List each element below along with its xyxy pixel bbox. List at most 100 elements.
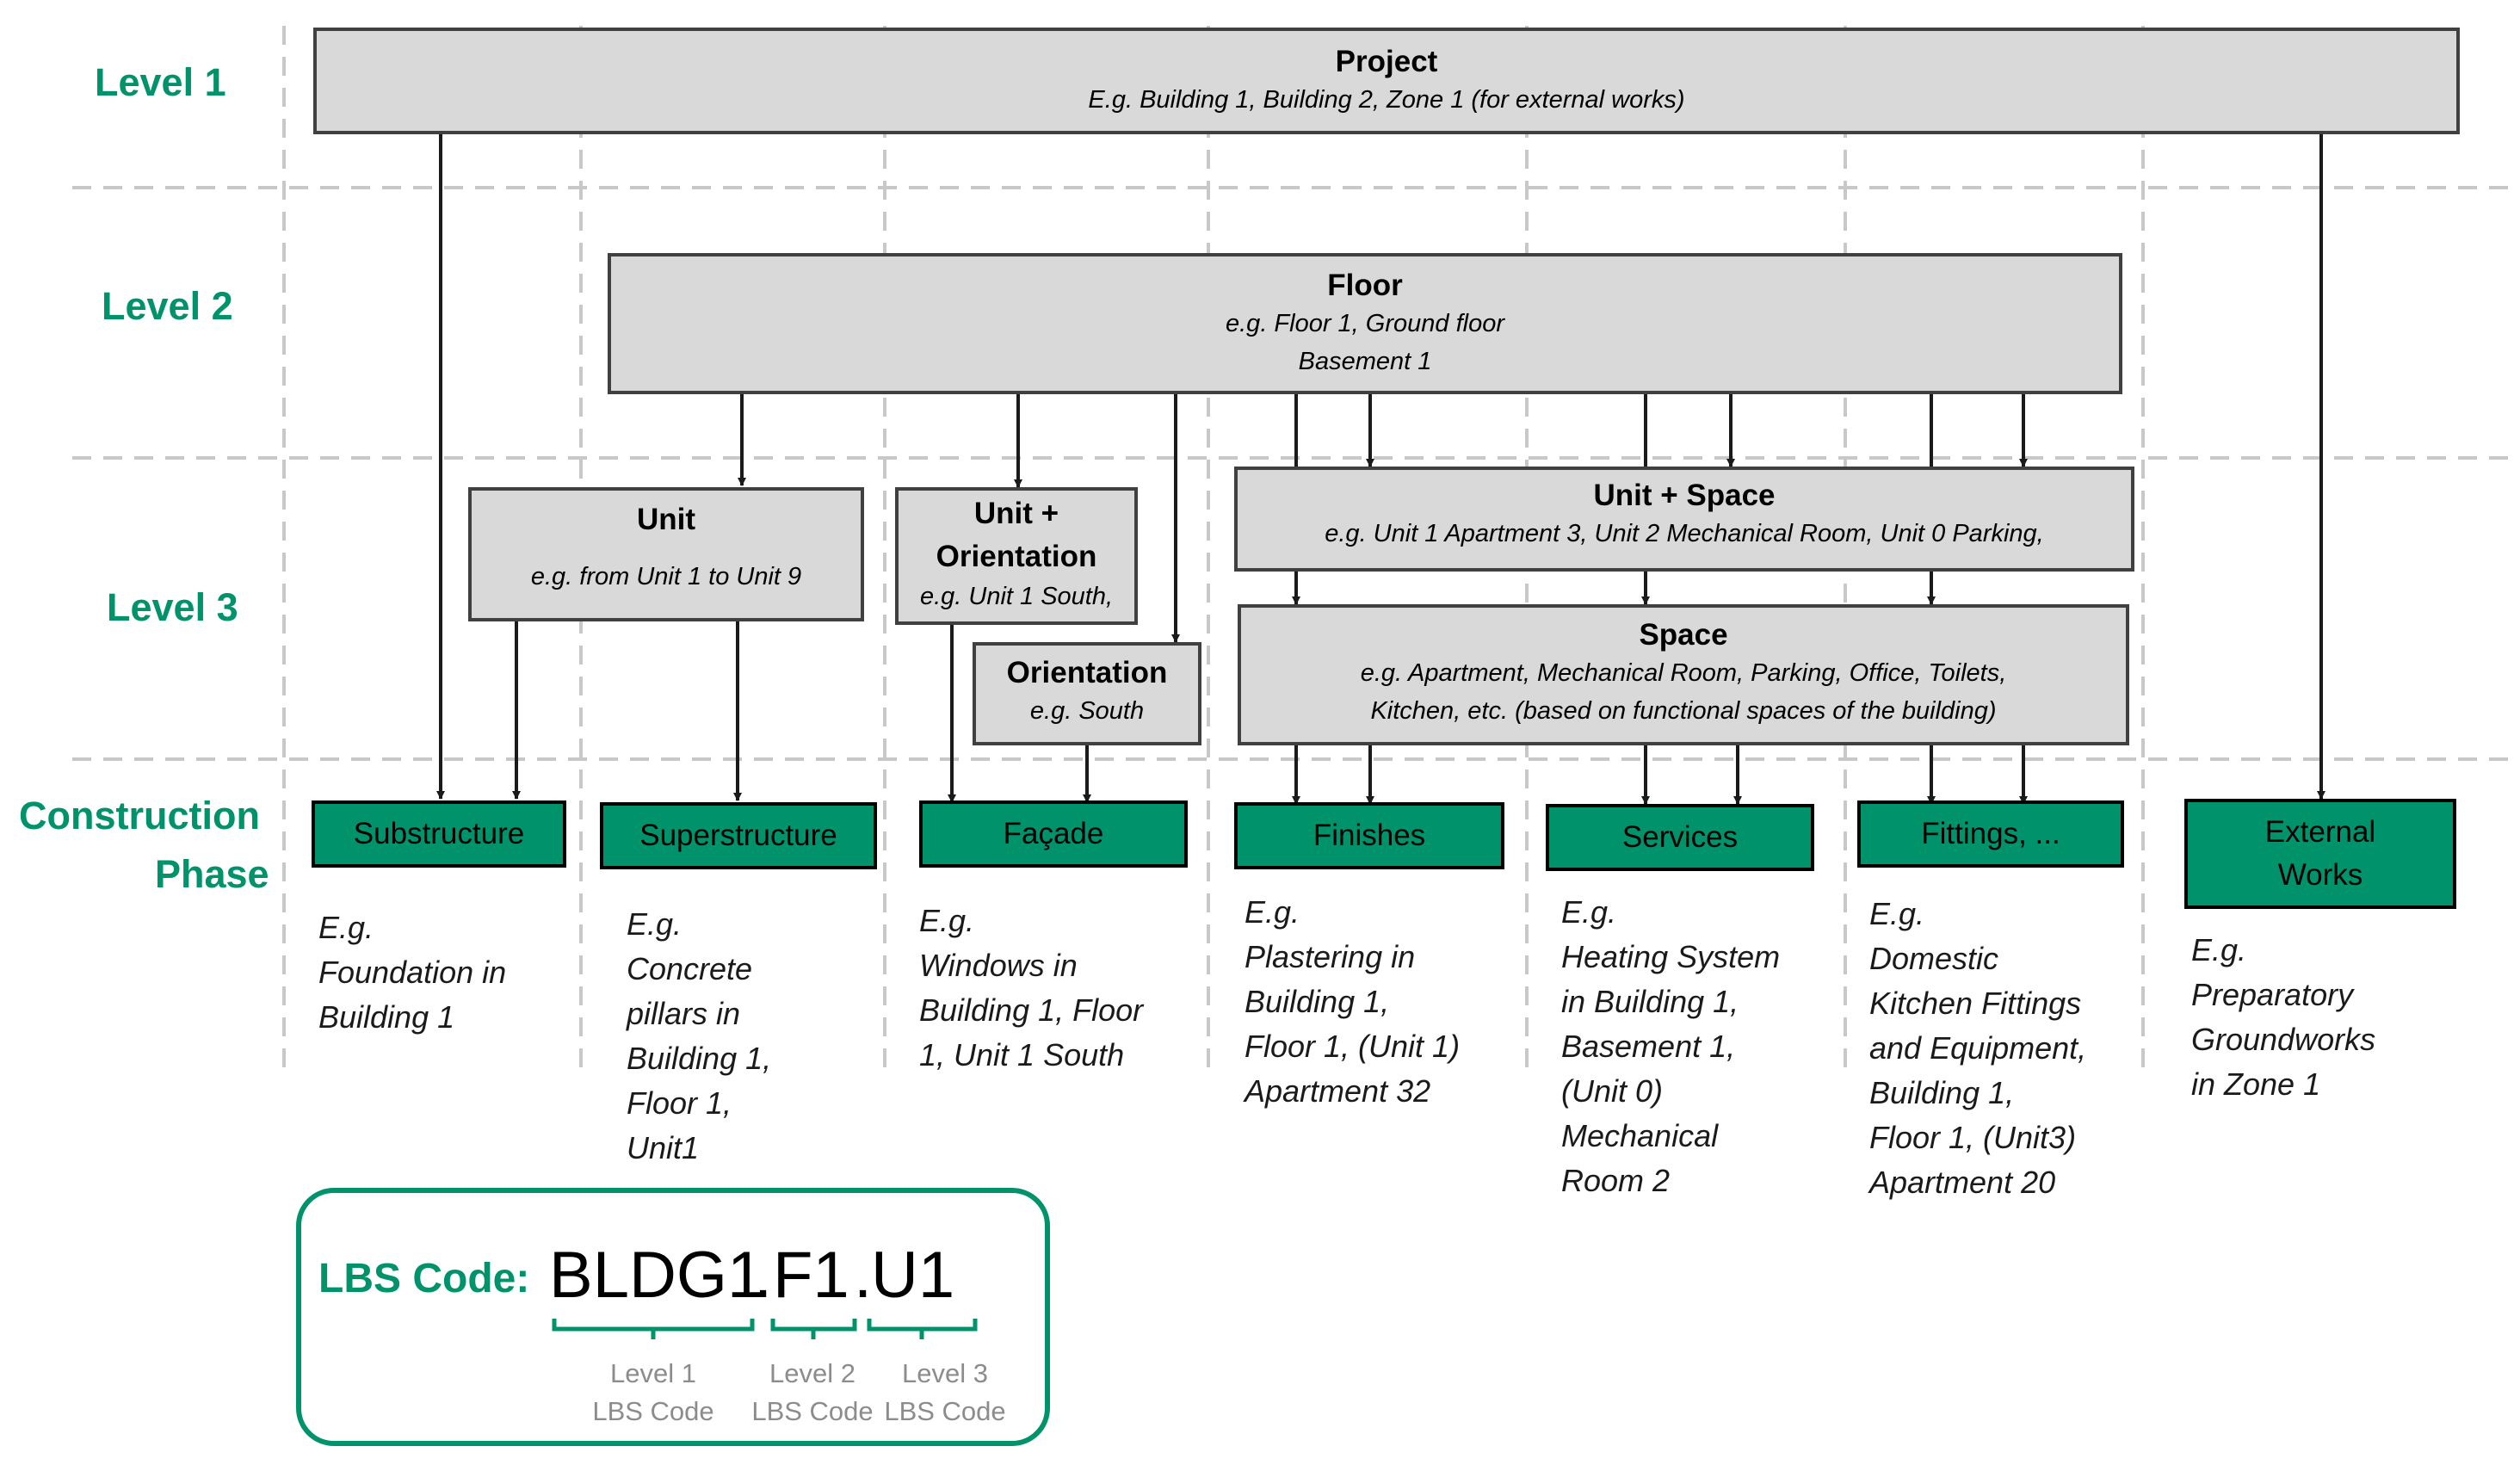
example-line: E.g.: [1561, 894, 1617, 930]
unit-space-title: Unit + Space: [1593, 479, 1776, 512]
unit-orientation-title-line2: Orientation: [936, 540, 1097, 573]
example-superstructure: E.g. Concrete pillars in Building 1, Flo…: [627, 902, 771, 1171]
unit-space-example: e.g. Unit 1 Apartment 3, Unit 2 Mechanic…: [1325, 520, 2044, 547]
lbs-code-level2: F1: [773, 1239, 849, 1312]
space-box: Space e.g. Apartment, Mechanical Room, P…: [1238, 604, 2129, 745]
lbs-code-dot2: .: [854, 1239, 873, 1312]
example-line: 1, Unit 1 South: [919, 1037, 1125, 1072]
lbs-sub-level3: Level 3 LBS Code: [874, 1355, 1016, 1431]
example-facade: E.g. Windows in Building 1, Floor 1, Uni…: [919, 899, 1143, 1078]
example-line: in Zone 1: [2191, 1066, 2321, 1102]
example-line: E.g.: [919, 903, 975, 938]
example-line: E.g.: [1869, 896, 1925, 931]
floor-title: Floor: [1327, 269, 1403, 302]
phase-superstructure: Superstructure: [600, 802, 877, 869]
space-example-line2: Kitchen, etc. (based on functional space…: [1370, 697, 1997, 725]
example-line: Building 1,: [1245, 984, 1390, 1019]
example-line: Kitchen Fittings: [1869, 986, 2082, 1021]
unit-title: Unit: [636, 503, 696, 536]
phase-facade: Façade: [919, 800, 1188, 868]
project-box: Project E.g. Building 1, Building 2, Zon…: [313, 28, 2460, 134]
example-line: Floor 1, (Unit 1): [1245, 1029, 1461, 1064]
space-example-line1: e.g. Apartment, Mechanical Room, Parking…: [1360, 659, 2007, 687]
lbs-brace-level3: [867, 1319, 978, 1339]
unit-orientation-example: e.g. Unit 1 South,: [919, 583, 1114, 610]
unit-example: e.g. from Unit 1 to Unit 9: [530, 563, 802, 590]
level-1-label: Level 1: [95, 60, 226, 104]
phase-substructure: Substructure: [312, 800, 566, 868]
phase-services: Services: [1546, 804, 1814, 871]
unit-orientation-box: Unit + Orientation e.g. Unit 1 South,: [895, 487, 1138, 625]
floor-example-line1: e.g. Floor 1, Ground floor: [1226, 310, 1504, 337]
phase-fittings: Fittings, ...: [1857, 800, 2124, 868]
example-line: Floor 1, (Unit3): [1869, 1120, 2077, 1155]
lbs-braces: [552, 1319, 978, 1339]
example-line: Building 1,: [1869, 1075, 2015, 1110]
example-line: Building 1, Floor: [919, 992, 1144, 1028]
lbs-sub-level2-line1: Level 2: [769, 1358, 855, 1388]
example-finishes: E.g. Plastering in Building 1, Floor 1, …: [1245, 890, 1460, 1114]
orientation-title: Orientation: [1006, 656, 1168, 689]
example-line: Groundworks: [2191, 1022, 2376, 1057]
lbs-sub-level3-line2: LBS Code: [884, 1396, 1006, 1426]
example-fittings: E.g. Domestic Kitchen Fittings and Equip…: [1869, 892, 2086, 1205]
lbs-sub-level1-line2: LBS Code: [592, 1396, 714, 1426]
orientation-box: Orientation e.g. South: [973, 642, 1201, 745]
example-line: Domestic: [1869, 941, 1999, 976]
example-line: Building 1: [318, 999, 455, 1035]
example-line: E.g.: [2191, 932, 2247, 967]
example-line: Unit1: [627, 1130, 700, 1165]
example-line: Room 2: [1561, 1163, 1671, 1198]
example-line: Apartment 20: [1869, 1165, 2056, 1200]
lbs-code-dot1: .: [754, 1239, 773, 1312]
example-line: pillars in: [627, 996, 741, 1031]
unit-orientation-title-line1: Unit +: [973, 497, 1059, 530]
lbs-sub-level1-line1: Level 1: [610, 1358, 696, 1388]
example-line: E.g.: [1245, 894, 1300, 930]
lbs-code-panel: [296, 1188, 1050, 1446]
phase-external-line1: External: [2264, 815, 2376, 849]
project-example: E.g. Building 1, Building 2, Zone 1 (for…: [1088, 86, 1685, 114]
lbs-sub-level1: Level 1 LBS Code: [577, 1355, 730, 1431]
lbs-brace-level2: [770, 1319, 857, 1339]
lbs-brace-level1: [552, 1319, 755, 1339]
example-line: E.g.: [318, 910, 374, 945]
unit-box: Unit e.g. from Unit 1 to Unit 9: [468, 487, 864, 621]
level-3-label: Level 3: [107, 585, 238, 629]
phase-external-line2: Works: [2277, 858, 2363, 892]
example-line: Plastering in: [1245, 939, 1416, 974]
example-line: E.g.: [627, 906, 682, 942]
level-2-label: Level 2: [102, 284, 233, 328]
example-line: Basement 1,: [1561, 1029, 1736, 1064]
example-substructure: E.g. Foundation in Building 1: [318, 905, 506, 1040]
example-line: (Unit 0): [1561, 1073, 1664, 1109]
phase-external-works: External Works: [2184, 799, 2456, 909]
floor-box: Floor e.g. Floor 1, Ground floor Basemen…: [608, 253, 2122, 394]
floor-example-line2: Basement 1: [1298, 348, 1432, 375]
example-line: Apartment 32: [1245, 1073, 1431, 1109]
example-line: Heating System: [1561, 939, 1781, 974]
example-line: in Building 1,: [1561, 984, 1739, 1019]
lbs-sub-level3-line1: Level 3: [902, 1358, 988, 1388]
phase-finishes: Finishes: [1234, 802, 1504, 869]
lbs-sub-level2-line2: LBS Code: [751, 1396, 874, 1426]
example-services: E.g. Heating System in Building 1, Basem…: [1561, 890, 1780, 1203]
orientation-example: e.g. South: [1029, 697, 1145, 725]
lbs-code-level1: BLDG1: [549, 1239, 764, 1312]
example-line: Foundation in: [318, 955, 507, 990]
example-line: Building 1,: [627, 1041, 772, 1076]
space-title: Space: [1639, 618, 1728, 652]
lbs-code-level3: U1: [871, 1239, 955, 1312]
project-title: Project: [1335, 45, 1438, 78]
example-external-works: E.g. Preparatory Groundworks in Zone 1: [2191, 928, 2375, 1107]
lbs-sub-level2: Level 2 LBS Code: [742, 1355, 883, 1431]
example-line: and Equipment,: [1869, 1030, 2087, 1066]
example-line: Preparatory: [2191, 977, 2354, 1012]
unit-space-box: Unit + Space e.g. Unit 1 Apartment 3, Un…: [1234, 467, 2134, 572]
construction-phase-label-line2: Phase: [155, 852, 269, 896]
example-line: Concrete: [627, 951, 753, 986]
example-line: Windows in: [919, 948, 1078, 983]
example-line: Mechanical: [1561, 1118, 1719, 1153]
lbs-code-label: LBS Code:: [318, 1256, 530, 1301]
